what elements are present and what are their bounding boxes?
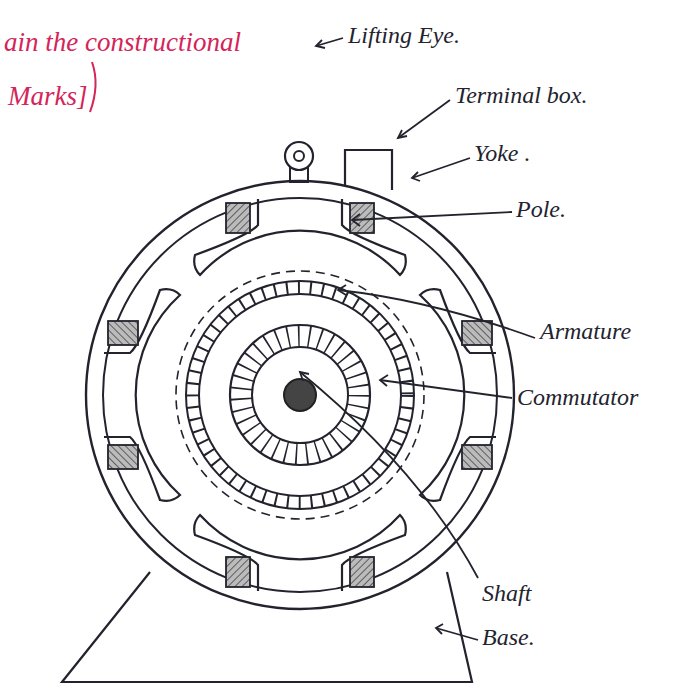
question-text: ain the constructional <box>4 28 241 58</box>
part-label: Armature <box>540 318 631 344</box>
part-label: Lifting Eye. <box>348 22 460 48</box>
part-label: Base. <box>482 624 535 650</box>
part-label: Shaft <box>482 580 531 606</box>
part-label: Pole. <box>516 196 566 222</box>
part-label: Commutator <box>517 384 638 410</box>
part-label: Yoke . <box>474 140 530 166</box>
question-text: Marks] <box>8 82 88 112</box>
part-label: Terminal box. <box>455 82 587 108</box>
